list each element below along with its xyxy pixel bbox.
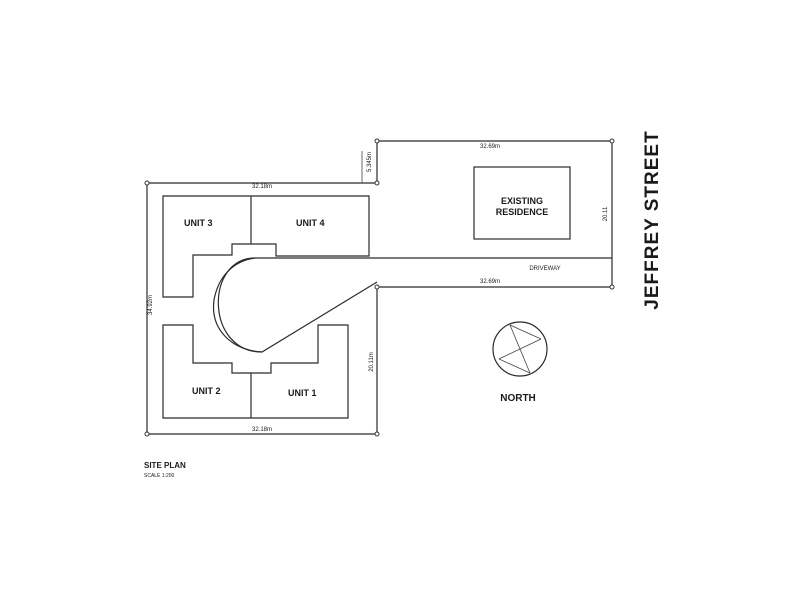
driveway-turnaround (212, 257, 263, 353)
unit2-label: UNIT 2 (192, 386, 221, 396)
dim-left-top-width: 32.18m (252, 184, 272, 190)
dim-left-height: 34.92m (148, 295, 154, 315)
dim-notch-height: 5.345m (367, 152, 373, 172)
existing-residence-label-line2: RESIDENCE (496, 207, 549, 217)
upper-units-outline (162, 195, 370, 298)
driveway-outline (217, 257, 612, 353)
unit4-label: UNIT 4 (296, 218, 325, 228)
unit1-label: UNIT 1 (288, 388, 317, 398)
dim-left-bottom-width: 32.18m (252, 427, 272, 433)
dim-lower-right-height: 20.11m (369, 352, 375, 372)
north-label: NORTH (500, 393, 536, 404)
unit3-label: UNIT 3 (184, 218, 213, 228)
street-name-label: JEFFREY STREET (642, 130, 663, 309)
driveway-label: DRIVEWAY (529, 266, 560, 272)
dim-right-height: 20.11 (603, 206, 609, 221)
existing-residence-outline (473, 166, 571, 240)
lower-units-outline (162, 324, 349, 419)
existing-residence-label-line1: EXISTING (501, 196, 543, 206)
dim-middle-width: 32.69m (480, 279, 500, 285)
boundary-markers (144, 138, 615, 437)
north-compass-icon (492, 321, 548, 377)
site-plan-title: SITE PLAN (144, 461, 186, 470)
site-plan-scale: SCALE 1:200 (144, 473, 175, 479)
dim-top-right-width: 32.69m (480, 144, 500, 150)
